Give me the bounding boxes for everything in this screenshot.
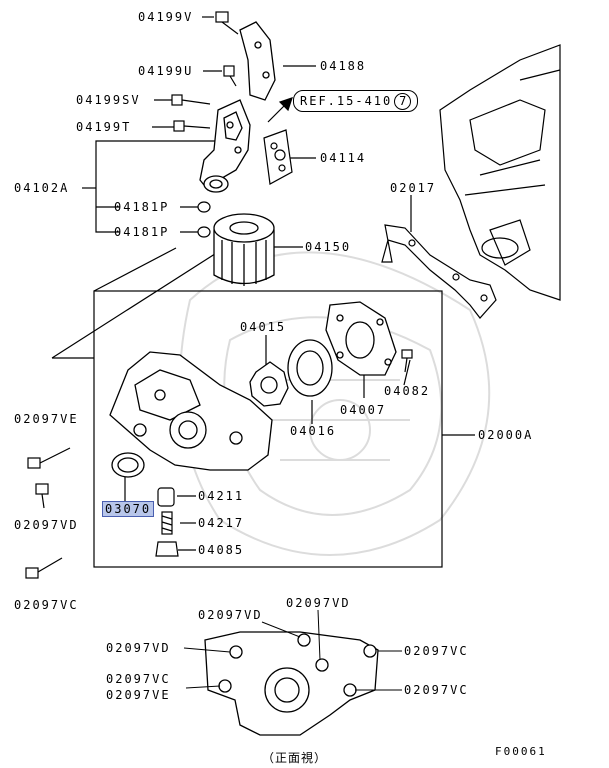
pump-cover	[325, 301, 397, 376]
label-04015: 04015	[240, 320, 287, 334]
label-04199V: 04199V	[138, 10, 194, 24]
label-02097VC-2: 02097VC	[404, 644, 469, 658]
bolts	[171, 11, 239, 132]
bracket-plate	[239, 21, 276, 101]
label-04217: 04217	[198, 516, 245, 530]
label-04016: 04016	[290, 424, 337, 438]
label-02097VD-3: 02097VD	[286, 596, 351, 610]
oil-filter	[213, 213, 275, 286]
view-caption: （正面視）	[262, 751, 328, 765]
label-03070: 03070	[102, 501, 155, 517]
front-view	[204, 631, 379, 736]
label-02097VC-4: 02097VC	[404, 683, 469, 697]
label-04181P-2: 04181P	[114, 225, 170, 239]
label-04102A: 04102A	[14, 181, 70, 195]
label-02097VD-4: 02097VD	[106, 641, 171, 655]
engine-block	[439, 44, 561, 301]
label-02000A: 02000A	[478, 428, 534, 442]
label-04085: 04085	[198, 543, 245, 557]
label-04181P-1: 04181P	[114, 200, 170, 214]
highlighted-part[interactable]: 03070	[102, 501, 155, 517]
label-04199SV: 04199SV	[76, 93, 141, 107]
label-02097VE-2: 02097VE	[106, 688, 171, 702]
figure-code: F00061	[495, 745, 547, 758]
reference-text: REF.15-410	[300, 94, 393, 108]
reference-circle: 7	[394, 93, 412, 110]
filter-bracket	[199, 99, 251, 193]
oil-seal	[111, 452, 145, 478]
label-04188: 04188	[320, 59, 367, 73]
front-case-gasket	[381, 224, 497, 319]
label-02017: 02017	[390, 181, 437, 195]
assembly-frame	[93, 290, 443, 568]
case-bolts	[25, 447, 71, 579]
gasket	[263, 129, 293, 185]
label-04150: 04150	[305, 240, 352, 254]
label-04114: 04114	[320, 151, 367, 165]
pump-rotors	[249, 339, 333, 407]
label-02097VD-2: 02097VD	[198, 608, 263, 622]
label-04199T: 04199T	[76, 120, 132, 134]
relief-valve-parts	[155, 487, 179, 557]
cover-screw	[401, 349, 413, 373]
plugs	[197, 201, 211, 238]
front-case	[109, 351, 273, 471]
label-02097VC-3: 02097VC	[106, 672, 171, 686]
label-02097VE-1: 02097VE	[14, 412, 79, 426]
label-02097VC-1: 02097VC	[14, 598, 79, 612]
label-04007: 04007	[340, 403, 387, 417]
label-04199U: 04199U	[138, 64, 194, 78]
label-02097VD-1: 02097VD	[14, 518, 79, 532]
label-04211: 04211	[198, 489, 245, 503]
label-04082: 04082	[384, 384, 431, 398]
